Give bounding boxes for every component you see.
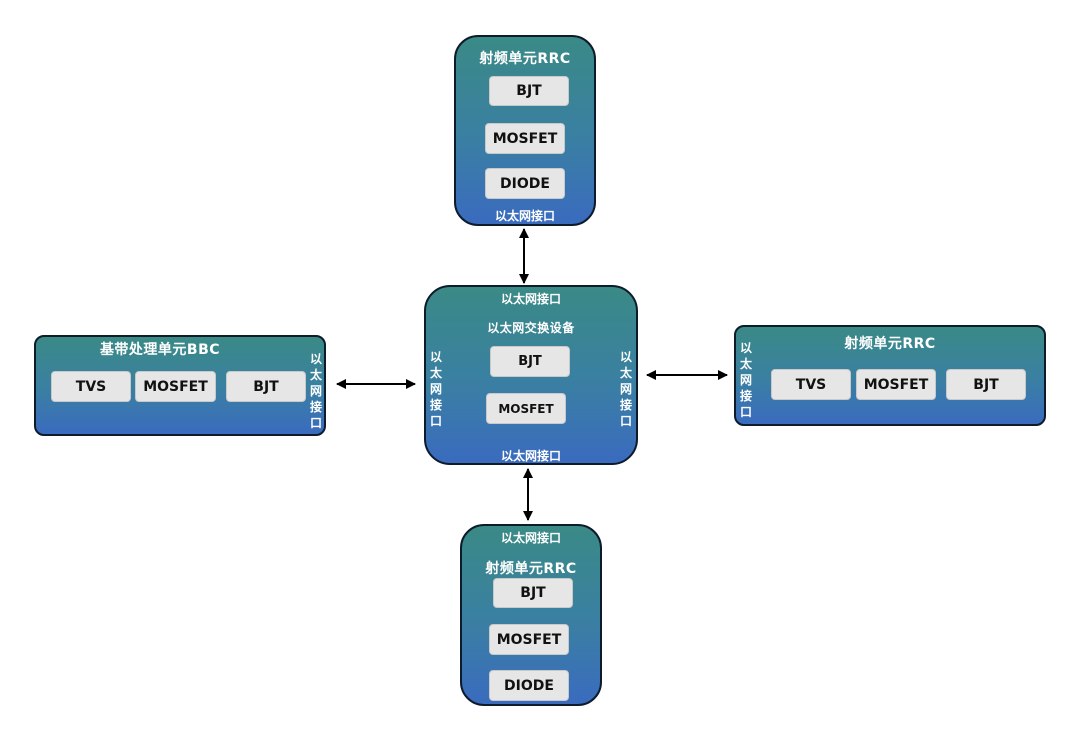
bbc-title: 基带处理单元BBC: [99, 342, 221, 358]
switch-port-top: 以太网接口: [500, 292, 561, 306]
rrc-bottom-node[interactable]: 以太网接口 射频单元RRC BJT MOSFET DIODE: [460, 524, 602, 706]
rrc-top-component-mosfet: MOSFET: [485, 123, 565, 154]
rrc-right-node[interactable]: 射频单元RRC 以太网接口 TVS MOSFET BJT: [734, 325, 1046, 426]
rrc-bottom-component-mosfet: MOSFET: [489, 624, 569, 655]
bbc-port: 以太网接口: [309, 352, 322, 430]
bbc-component-bjt: BJT: [226, 371, 306, 402]
rrc-bottom-port: 以太网接口: [500, 531, 561, 545]
rrc-right-component-tvs: TVS: [771, 369, 851, 400]
rrc-top-component-diode: DIODE: [485, 168, 565, 199]
switch-component-mosfet: MOSFET: [486, 393, 566, 424]
rrc-top-title: 射频单元RRC: [479, 51, 571, 67]
rrc-bottom-component-bjt: BJT: [493, 578, 573, 608]
rrc-right-component-mosfet: MOSFET: [856, 369, 936, 400]
rrc-bottom-title: 射频单元RRC: [485, 561, 577, 577]
rrc-top-node[interactable]: 射频单元RRC BJT MOSFET DIODE 以太网接口: [454, 35, 596, 226]
switch-node[interactable]: 以太网接口 以太网交换设备 以太网接口 以太网接口 BJT MOSFET 以太网…: [424, 285, 638, 465]
rrc-top-component-bjt: BJT: [489, 76, 569, 106]
bbc-node[interactable]: 基带处理单元BBC TVS MOSFET BJT 以太网接口: [34, 335, 326, 436]
rrc-top-port: 以太网接口: [494, 209, 555, 223]
switch-title: 以太网交换设备: [487, 321, 575, 335]
switch-component-bjt: BJT: [490, 346, 570, 377]
switch-port-bottom: 以太网接口: [500, 449, 561, 463]
switch-port-left: 以太网接口: [429, 350, 442, 428]
bbc-component-mosfet: MOSFET: [135, 371, 216, 402]
bbc-component-tvs: TVS: [51, 371, 131, 402]
rrc-bottom-component-diode: DIODE: [489, 670, 569, 701]
switch-port-right: 以太网接口: [619, 350, 632, 428]
rrc-right-component-bjt: BJT: [946, 369, 1026, 400]
rrc-right-port: 以太网接口: [739, 341, 752, 419]
rrc-right-title: 射频单元RRC: [844, 336, 936, 352]
